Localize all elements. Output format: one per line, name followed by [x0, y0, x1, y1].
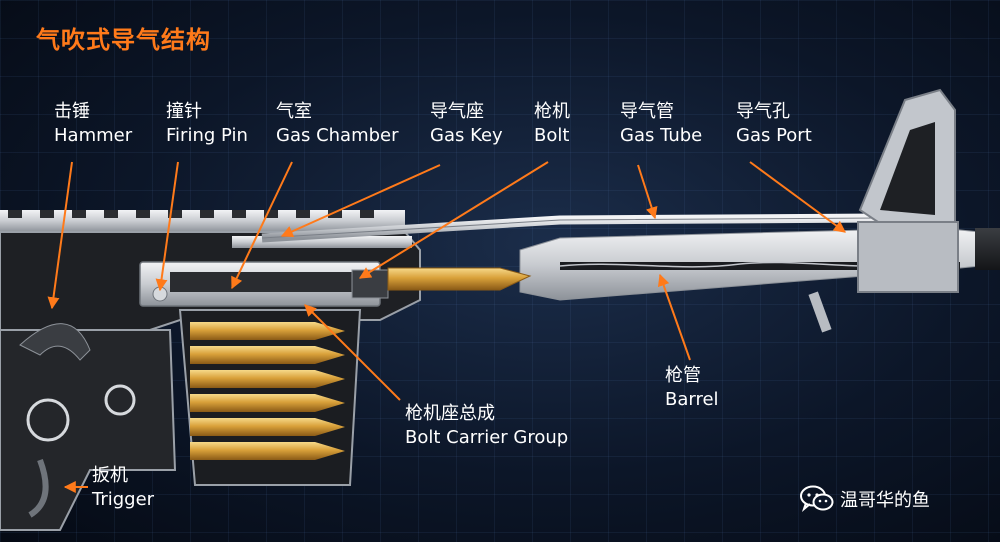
label-gas-chamber-zh: 气室: [276, 101, 312, 122]
label-gas-chamber-en: Gas Chamber: [276, 125, 399, 146]
label-gas-chamber: 气室 Gas Chamber: [276, 100, 399, 148]
wechat-icon: [800, 485, 834, 513]
label-bcg-en: Bolt Carrier Group: [405, 427, 569, 448]
label-hammer-zh: 击锤: [54, 101, 90, 122]
label-gas-key-en: Gas Key: [430, 125, 503, 146]
label-firing-pin-en: Firing Pin: [166, 125, 248, 146]
label-gas-port: 导气孔 Gas Port: [736, 100, 812, 148]
label-firing-pin: 撞针 Firing Pin: [166, 100, 248, 148]
magazine: [178, 309, 362, 486]
label-firing-pin-zh: 撞针: [166, 101, 202, 122]
leader-lines: [47, 161, 846, 493]
watermark-text: 温哥华的鱼: [840, 490, 930, 511]
label-barrel-zh: 枪管: [665, 365, 701, 386]
label-bolt-en: Bolt: [534, 125, 570, 146]
label-gas-tube: 导气管 Gas Tube: [620, 100, 702, 148]
diagram-title: 气吹式导气结构: [36, 26, 211, 54]
bolt-carrier-group: [139, 261, 389, 307]
label-trigger: 扳机 Trigger: [92, 464, 154, 512]
label-bcg-zh: 枪机座总成: [405, 403, 495, 424]
lower-receiver: [0, 323, 177, 531]
label-bolt: 枪机 Bolt: [534, 100, 570, 148]
gas-tube: [261, 213, 881, 243]
label-gas-key-zh: 导气座: [430, 101, 484, 122]
label-bolt-carrier-group: 枪机座总成 Bolt Carrier Group: [405, 402, 568, 450]
label-gas-tube-zh: 导气管: [620, 101, 674, 122]
front-sight: [808, 88, 959, 333]
label-trigger-en: Trigger: [92, 489, 155, 510]
watermark: 温哥华的鱼: [800, 484, 930, 514]
chambered-round: [387, 267, 532, 291]
label-gas-tube-en: Gas Tube: [620, 125, 703, 146]
label-gas-port-en: Gas Port: [736, 125, 812, 146]
label-gas-key: 导气座 Gas Key: [430, 100, 503, 148]
label-trigger-zh: 扳机: [92, 465, 128, 486]
label-hammer: 击锤 Hammer: [54, 100, 132, 148]
label-barrel: 枪管 Barrel: [665, 364, 719, 412]
label-barrel-en: Barrel: [665, 389, 719, 410]
label-bolt-zh: 枪机: [534, 101, 570, 122]
label-hammer-en: Hammer: [54, 125, 133, 146]
label-gas-port-zh: 导气孔: [736, 101, 790, 122]
